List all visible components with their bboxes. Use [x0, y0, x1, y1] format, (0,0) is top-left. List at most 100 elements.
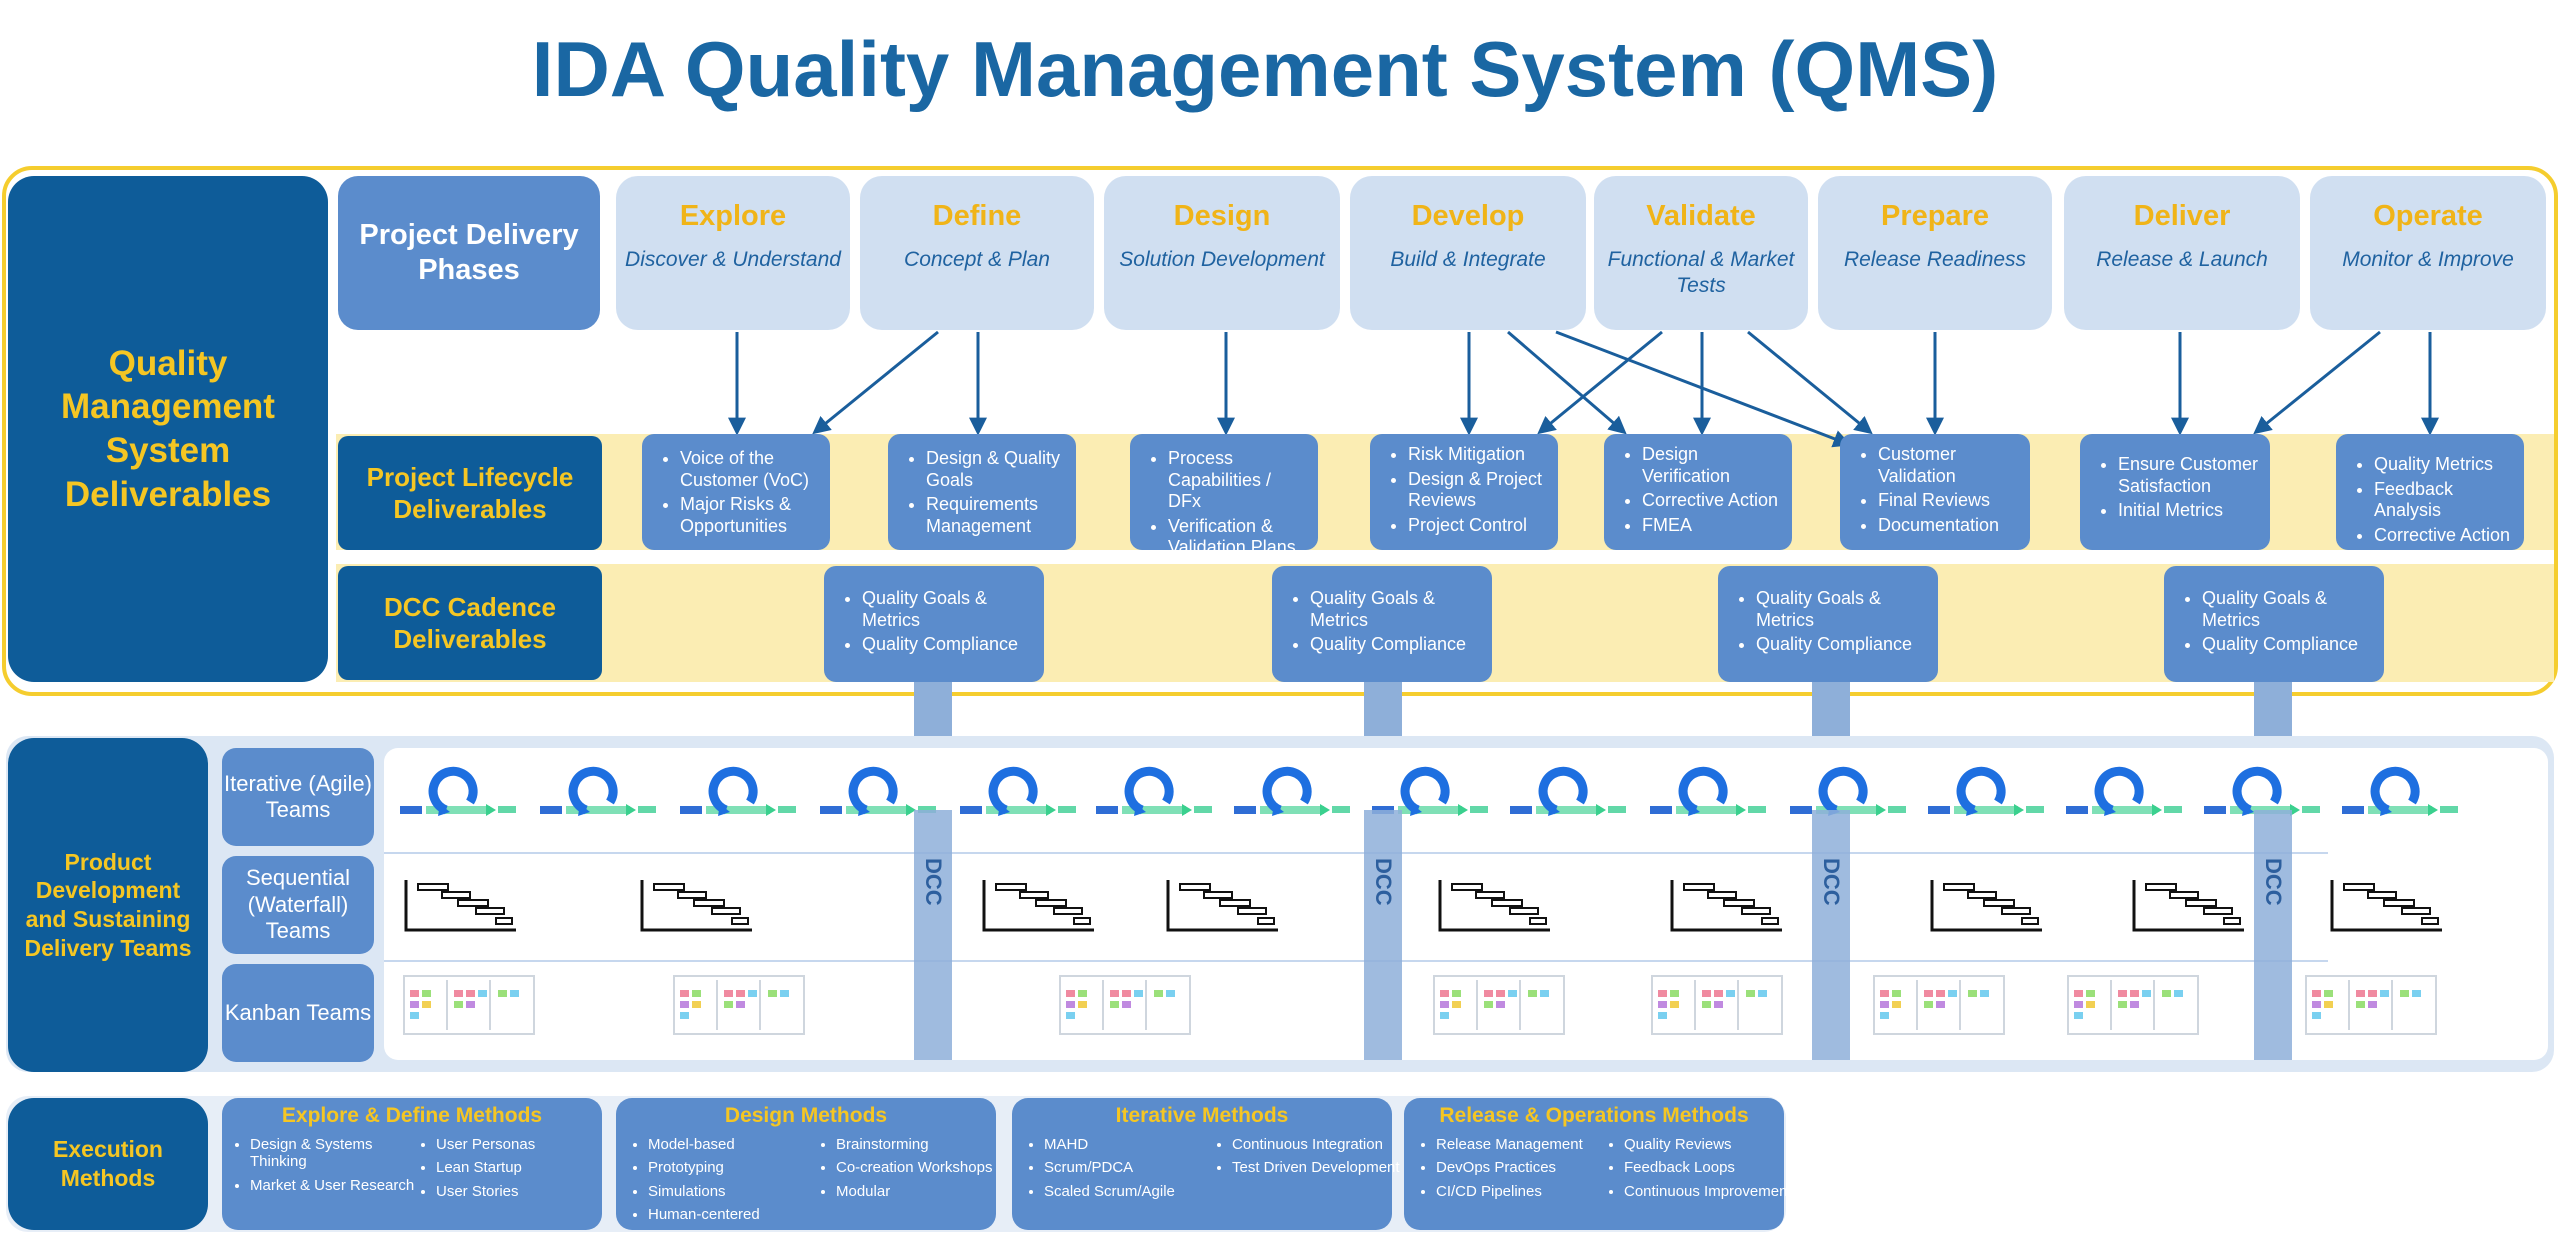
- agile-cycle-icon: [1510, 771, 1626, 816]
- delivery-teams-label: Product Development and Sustaining Deliv…: [8, 738, 208, 1072]
- lifecycle-card: Ensure Customer SatisfactionInitial Metr…: [2080, 434, 2270, 550]
- deliverable: Requirements Management: [926, 494, 1066, 537]
- method-item: Test Driven Development: [1232, 1159, 1408, 1176]
- phase-operate: Operate Monitor & Improve: [2310, 176, 2546, 330]
- deliverable: Ensure Customer Satisfaction: [2118, 454, 2260, 497]
- arrow: [812, 330, 939, 435]
- kanban-board-icon: [1873, 975, 2005, 1035]
- lifecycle-card: Risk MitigationDesign & Project ReviewsP…: [1370, 434, 1558, 550]
- arrow: [1747, 330, 1873, 435]
- phase-explore: Explore Discover & Understand: [616, 176, 850, 330]
- deliverable: Voice of the Customer (VoC): [680, 448, 820, 491]
- lifecycle-card: Design & Quality GoalsRequirements Manag…: [888, 434, 1076, 550]
- agile-cycle-icon: [1928, 771, 2044, 816]
- method-item: Feedback Loops: [1624, 1159, 1800, 1176]
- dcc-item: Quality Goals & Metrics: [1310, 588, 1482, 631]
- method-item: Co-creation Workshops: [836, 1159, 1012, 1176]
- method-item: Brainstorming: [836, 1136, 1012, 1153]
- dcc-item: Quality Compliance: [862, 634, 1034, 656]
- phase-title: Operate: [2373, 200, 2483, 232]
- dcc-pillar-overlay: [1364, 810, 1402, 1060]
- dcc-item: Quality Goals & Metrics: [862, 588, 1034, 631]
- method-title: Release & Operations Methods: [1439, 1104, 1749, 1127]
- dcc-pillar-overlay: [2254, 810, 2292, 1060]
- method-item: Modular: [836, 1183, 1012, 1200]
- method-title: Design Methods: [724, 1104, 888, 1127]
- deliverable: Design & Project Reviews: [1408, 469, 1548, 512]
- kanban-boards: [403, 975, 2437, 1035]
- method-title: Iterative Methods: [1115, 1104, 1289, 1127]
- waterfall-phases: [404, 878, 2444, 932]
- phase-arrows: [728, 330, 2439, 448]
- dcc-item: Quality Compliance: [2202, 634, 2374, 656]
- method-item: Lean Startup: [436, 1159, 612, 1176]
- method-card-explore-define: Explore & Define Methods Design & System…: [222, 1098, 602, 1230]
- lifecycle-card: Process Capabilities / DFxVerification &…: [1130, 434, 1318, 557]
- agile-sprints: [400, 766, 2500, 826]
- method-item: User Stories: [436, 1183, 612, 1200]
- agile-cycle-icon: [1096, 771, 1212, 816]
- execution-label: Execution Methods: [8, 1098, 208, 1230]
- gantt-icon: [2132, 878, 2246, 932]
- method-item: Scrum/PDCA: [1044, 1159, 1220, 1176]
- gantt-icon: [982, 878, 1096, 932]
- deliverable: Documentation: [1878, 515, 2020, 537]
- method-item: Human-centered: [648, 1206, 824, 1223]
- row-divider: [384, 852, 2328, 854]
- phase-title: Deliver: [2133, 200, 2231, 232]
- lifecycle-card: Customer ValidationFinal ReviewsDocument…: [1840, 434, 2030, 550]
- phase-title: Prepare: [1880, 200, 1989, 232]
- phase-deliver: Deliver Release & Launch: [2064, 176, 2300, 330]
- deliverable: Project Control: [1408, 515, 1548, 537]
- deliverable: Risk Mitigation: [1408, 444, 1548, 466]
- gantt-icon: [1438, 878, 1552, 932]
- method-item: MAHD: [1044, 1136, 1220, 1153]
- row-divider: [384, 960, 2328, 962]
- dcc-tag: DCC: [1371, 858, 1396, 906]
- team-label-agile: Iterative (Agile) Teams: [222, 748, 374, 846]
- method-item: CI/CD Pipelines: [1436, 1183, 1612, 1200]
- method-item: Quality Reviews: [1624, 1136, 1800, 1153]
- kanban-board-icon: [673, 975, 805, 1035]
- method-item: Release Management: [1436, 1136, 1612, 1153]
- dcc-item: Quality Goals & Metrics: [1756, 588, 1928, 631]
- phase-define: Define Concept & Plan: [860, 176, 1094, 330]
- dcc-item: Quality Compliance: [1756, 634, 1928, 656]
- kanban-board-icon: [1059, 975, 1191, 1035]
- method-item: Simulations: [648, 1183, 824, 1200]
- method-card-release-operations: Release & Operations Methods Release Man…: [1404, 1098, 1792, 1230]
- phase-subtitle: Concept & Plan: [904, 248, 1050, 271]
- gantt-icon: [2330, 878, 2444, 932]
- phase-develop: Develop Build & Integrate: [1350, 176, 1586, 330]
- phase-title: Explore: [679, 200, 787, 232]
- deliverable: Process Capabilities / DFx: [1168, 448, 1308, 513]
- agile-cycle-icon: [400, 771, 516, 816]
- dcc-card: Quality Goals & MetricsQuality Complianc…: [2164, 566, 2384, 682]
- dcc-item: Quality Compliance: [1310, 634, 1482, 656]
- deliverable: Initial Metrics: [2118, 500, 2260, 522]
- dcc-pillar-overlay: [914, 810, 952, 1060]
- agile-cycle-icon: [2066, 771, 2182, 816]
- method-item: Continuous Integration: [1232, 1136, 1408, 1153]
- dcc-tag: DCC: [921, 858, 946, 906]
- deliverable: Quality Metrics: [2374, 454, 2514, 476]
- agile-cycle-icon: [1650, 771, 1766, 816]
- agile-cycle-icon: [680, 771, 796, 816]
- dcc-pillar-overlay: [1812, 810, 1850, 1060]
- phase-title: Design: [1173, 200, 1271, 232]
- deliverable: Verification & Validation Plans: [1168, 516, 1308, 559]
- deliverable: Customer Validation: [1878, 444, 2020, 487]
- phase-subtitle: Solution Development: [1119, 248, 1325, 271]
- agile-cycle-icon: [1234, 771, 1350, 816]
- deliverable: Major Risks & Opportunities: [680, 494, 820, 537]
- method-item: DevOps Practices: [1436, 1159, 1612, 1176]
- lifecycle-card: Voice of the Customer (VoC)Major Risks &…: [642, 434, 830, 550]
- team-label-kanban: Kanban Teams: [222, 964, 374, 1062]
- lifecycle-label: Project Lifecycle Deliverables: [338, 436, 602, 550]
- deliverable: Feedback Analysis: [2374, 479, 2514, 522]
- method-item: Design & Systems Thinking: [250, 1136, 426, 1171]
- dcc-label: DCC Cadence Deliverables: [338, 566, 602, 680]
- phase-title: Define: [932, 200, 1022, 232]
- qms-frame: [2, 166, 2558, 696]
- gantt-icon: [1930, 878, 2044, 932]
